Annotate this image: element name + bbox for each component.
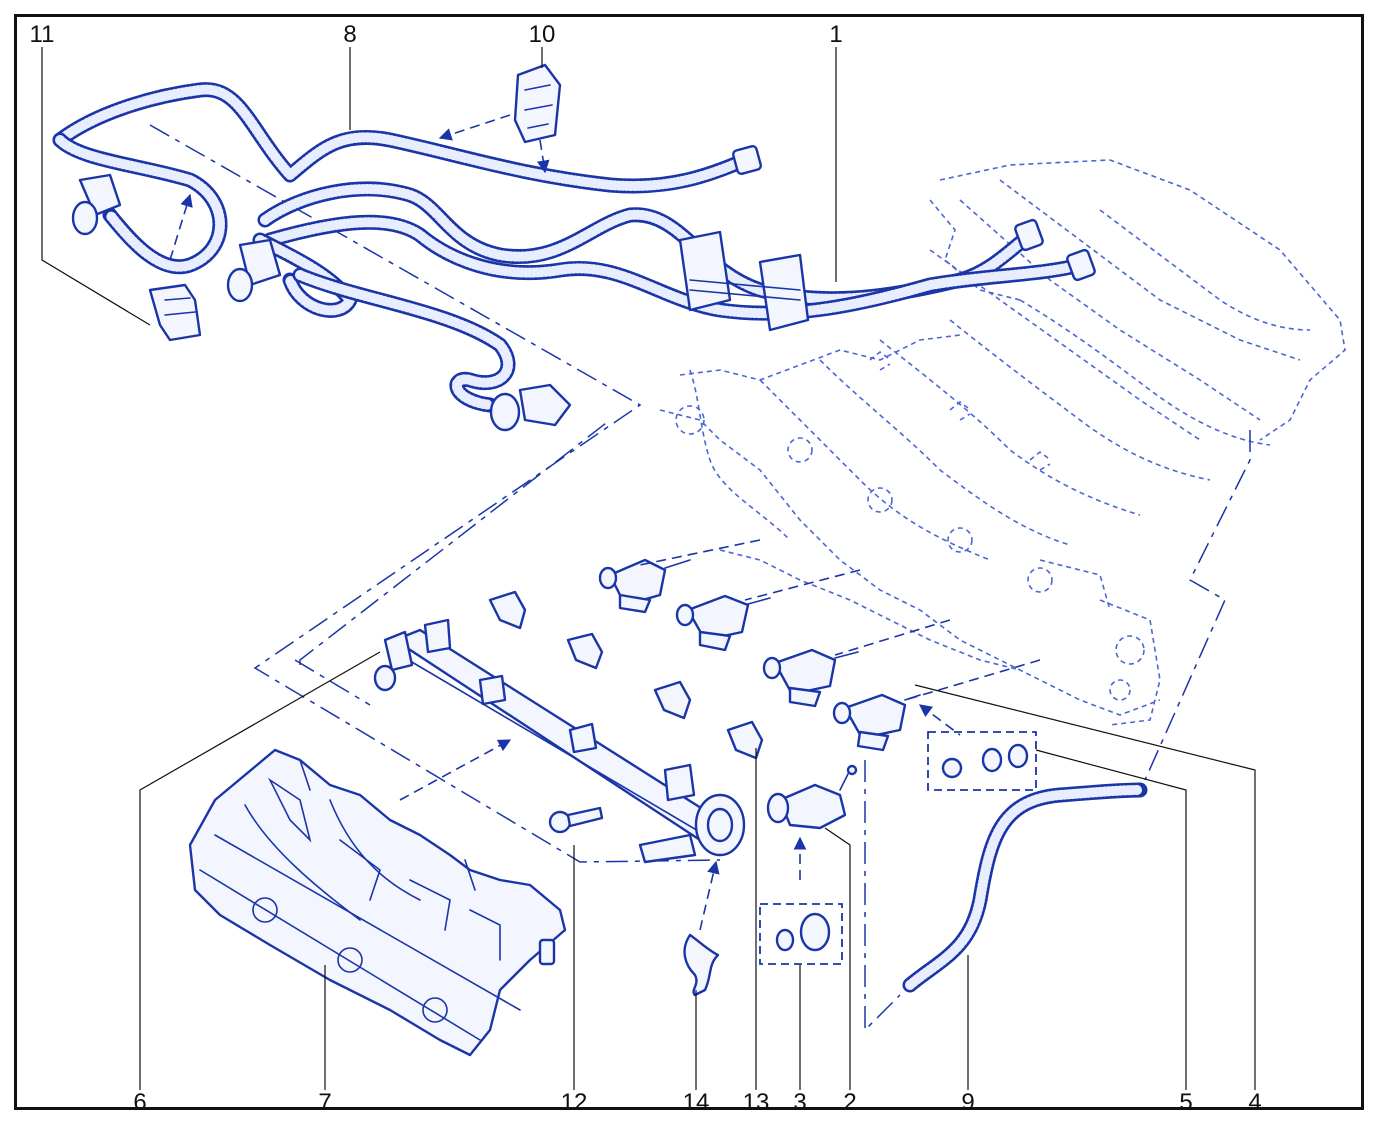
hose-9 <box>902 782 1148 993</box>
hose-clip-10 <box>438 63 562 174</box>
callout-labels: 11 8 10 1 6 7 12 14 13 3 2 9 5 4 <box>30 21 1262 1116</box>
pressure-regulator <box>766 764 858 880</box>
fuel-rail <box>373 618 746 864</box>
callout-14: 14 <box>683 1089 710 1116</box>
callout-8: 8 <box>343 21 356 48</box>
callout-3: 3 <box>793 1089 806 1116</box>
reference-lines <box>149 124 1251 1032</box>
seal-kit-5 <box>927 731 1037 791</box>
intake-manifold-ghost <box>659 159 1346 726</box>
fuel-injectors <box>598 558 961 752</box>
callout-12: 12 <box>561 1089 588 1116</box>
callout-9: 9 <box>961 1089 974 1116</box>
bracket-11 <box>148 193 202 342</box>
callout-10: 10 <box>529 21 556 48</box>
bolt-12 <box>548 806 604 834</box>
callout-5: 5 <box>1179 1089 1192 1116</box>
callout-4: 4 <box>1248 1089 1261 1116</box>
callout-11: 11 <box>30 21 55 48</box>
callout-1: 1 <box>829 21 842 48</box>
retaining-clip-14 <box>683 860 720 997</box>
engine-cover <box>188 748 567 1057</box>
injector-clips <box>488 539 1041 760</box>
seal-kit-3 <box>759 903 843 965</box>
callout-7: 7 <box>318 1089 331 1116</box>
callout-2: 2 <box>843 1089 856 1116</box>
callout-13: 13 <box>743 1089 770 1116</box>
fuel-feed-hose <box>226 181 1096 432</box>
fuel-return-hose <box>52 82 762 275</box>
callout-6: 6 <box>133 1089 146 1116</box>
leader-lines <box>41 47 1256 1090</box>
